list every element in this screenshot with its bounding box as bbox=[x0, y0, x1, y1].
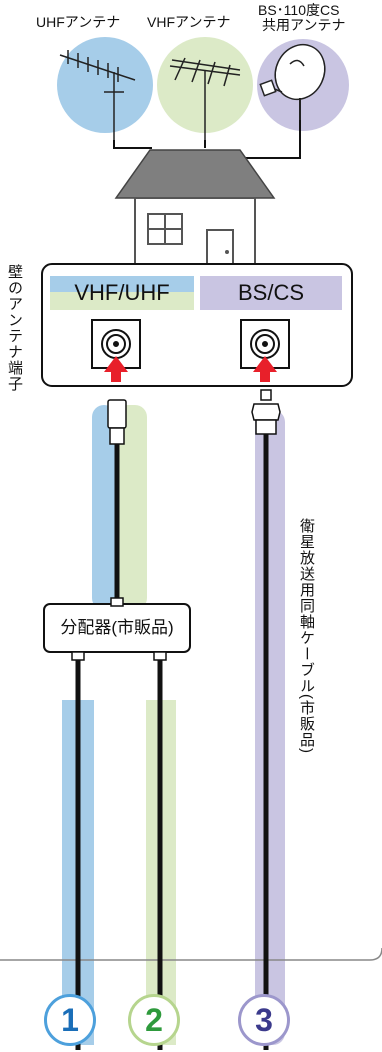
house-icon bbox=[114, 149, 276, 269]
vhf-band bbox=[116, 405, 147, 610]
output-2-badge: 2 bbox=[128, 994, 180, 1046]
vhf-uhf-plug-icon bbox=[107, 399, 127, 445]
output-3-band bbox=[255, 410, 285, 1045]
uhf-antenna-backdrop bbox=[57, 37, 153, 133]
uhf-band bbox=[92, 405, 116, 610]
bs-cs-plug-icon bbox=[251, 389, 281, 435]
uhf-antenna-label: UHFアンテナ bbox=[36, 14, 121, 30]
uhf-antenna-icon bbox=[59, 50, 136, 140]
room-outline bbox=[0, 947, 382, 961]
satellite-cable-label: 衛星放送用同軸ケーブル(市販品) bbox=[298, 518, 315, 754]
output-1-badge: 1 bbox=[44, 994, 96, 1046]
house-door-icon bbox=[206, 229, 234, 269]
vhf-antenna-label: VHFアンテナ bbox=[147, 14, 231, 30]
output-3-badge: 3 bbox=[238, 994, 290, 1046]
bs-cs-port-label: BS/CS bbox=[237, 280, 305, 305]
bscs-antenna-label-line1: BS･110度CS bbox=[258, 2, 340, 18]
bscs-dish-icon bbox=[259, 43, 326, 120]
bscs-antenna-label-line2: 共用アンテナ bbox=[262, 17, 346, 33]
vhf-uhf-port-label: VHF/UHF bbox=[74, 280, 170, 305]
vhf-antenna-icon bbox=[169, 57, 241, 140]
wall-terminal-label: 壁のアンテナ端子 bbox=[6, 264, 23, 392]
arrow-up-icon bbox=[104, 356, 277, 382]
vhf-uhf-socket bbox=[91, 319, 141, 369]
splitter-label: 分配器(市販品) bbox=[60, 618, 174, 637]
